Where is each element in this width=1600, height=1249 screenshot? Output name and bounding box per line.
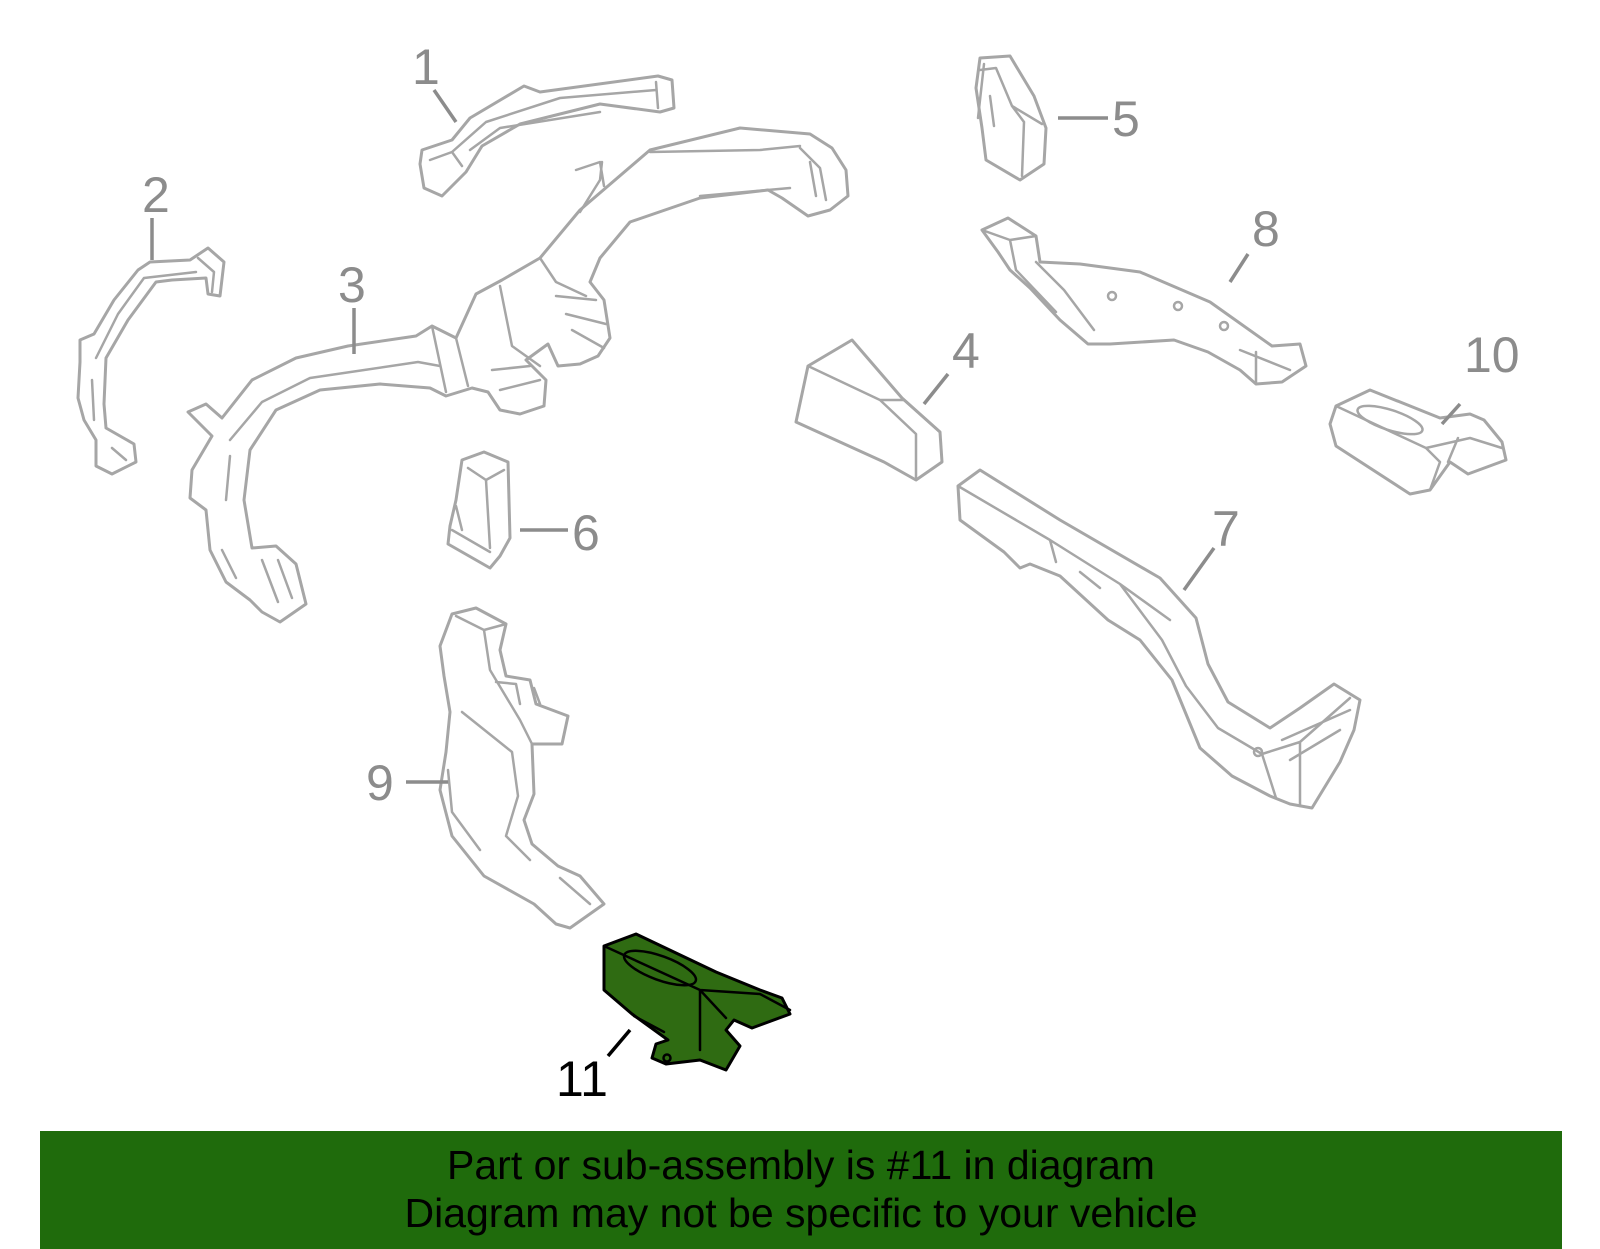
- footer-banner: Part or sub-assembly is #11 in diagram D…: [40, 1131, 1562, 1249]
- leader-lines: [150, 89, 1462, 1058]
- part-1-duct[interactable]: [418, 74, 676, 198]
- part-3-manifold[interactable]: [186, 126, 850, 624]
- callout-labels: 1 2 3 4 5 6 7 8 9 10 11: [142, 39, 1520, 1107]
- callout-4: 4: [952, 323, 980, 379]
- part-7-duct[interactable]: [956, 468, 1362, 810]
- callout-8: 8: [1252, 201, 1280, 257]
- part-4-block[interactable]: [794, 338, 944, 482]
- part-8-duct[interactable]: [980, 216, 1308, 386]
- part-2-duct[interactable]: [76, 246, 226, 476]
- callout-6: 6: [572, 505, 600, 561]
- parts-diagram: 1 2 3 4 5 6 7 8 9 10 11: [76, 39, 1520, 1107]
- callout-5: 5: [1112, 91, 1140, 147]
- part-10-piece[interactable]: [1328, 388, 1508, 496]
- callout-9: 9: [366, 755, 394, 811]
- part-11-highlighted[interactable]: [602, 932, 792, 1072]
- callout-10: 10: [1464, 327, 1520, 383]
- footer-line-1: Part or sub-assembly is #11 in diagram: [447, 1142, 1155, 1188]
- callout-3: 3: [338, 257, 366, 313]
- callout-1: 1: [412, 39, 440, 95]
- callout-11: 11: [556, 1051, 608, 1107]
- part-9-duct[interactable]: [438, 606, 606, 930]
- part-6-piece[interactable]: [446, 450, 512, 570]
- callout-7: 7: [1212, 501, 1240, 557]
- footer-line-2: Diagram may not be specific to your vehi…: [404, 1190, 1198, 1236]
- part-5-piece[interactable]: [974, 54, 1048, 182]
- callout-2: 2: [142, 167, 170, 223]
